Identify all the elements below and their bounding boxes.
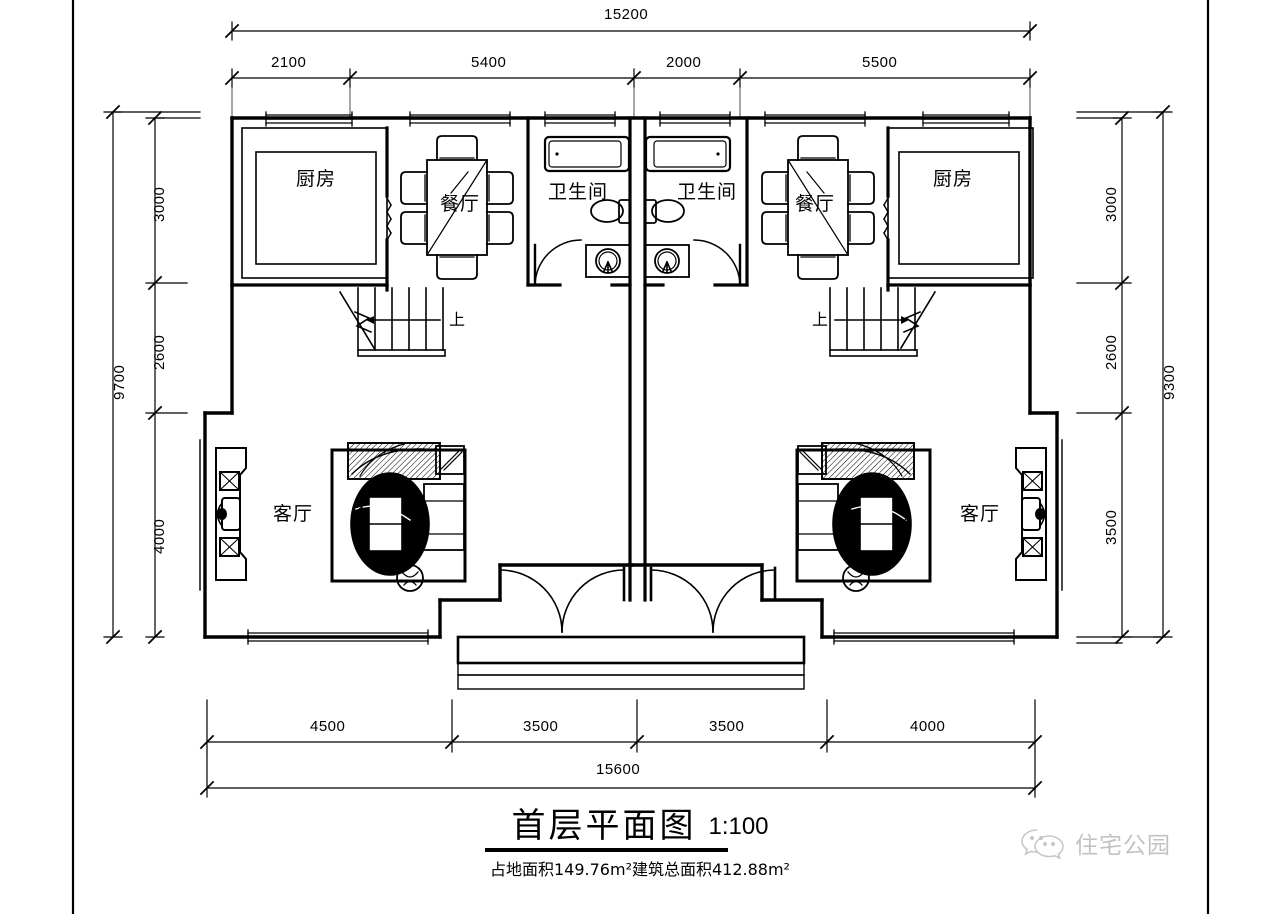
room-label-right-bathroom: 卫生间 (677, 181, 738, 203)
left-living-bottom-window (247, 629, 429, 645)
dim-top-seg-2: 5400 (471, 54, 507, 71)
room-label-left-dining: 餐厅 (440, 193, 481, 215)
room-label-right-kitchen: 厨房 (933, 168, 974, 190)
dim-bottom-seg-4: 4000 (910, 718, 946, 735)
left-bathroom-walls (526, 116, 632, 287)
dim-left-overall-text: 9700 (111, 364, 128, 400)
right-bathroom-door (693, 239, 742, 287)
right-toilet (644, 199, 685, 224)
right-bathroom-walls (643, 116, 749, 287)
left-living-wall-window (199, 439, 206, 591)
entrance-porch (456, 635, 806, 690)
sheet-border (71, 0, 1210, 914)
left-dining-window (409, 111, 511, 127)
dim-top-seg-4: 5500 (862, 54, 898, 71)
dim-top-seg-1: 2100 (271, 54, 307, 71)
drawing-scale: 1:100 (708, 812, 769, 840)
dimension-bottom-overall (199, 751, 1043, 798)
dim-right-seg-1: 3000 (1103, 186, 1120, 222)
room-label-right-dining: 餐厅 (795, 193, 836, 215)
right-kitchen-door (883, 197, 889, 241)
title-block: 首层平面图 1:100 占地面积149.76m²建筑总面积412.88m² (0, 798, 1280, 880)
right-sofa-group (795, 442, 932, 592)
right-tv-unit (1015, 447, 1047, 581)
left-kitchen-partition (230, 126, 389, 292)
dimension-left-segments (112, 110, 201, 645)
dimension-bottom-segments (199, 699, 1043, 753)
right-kitchen-partition (886, 126, 1032, 292)
room-label-left-bathroom: 卫生间 (548, 181, 609, 203)
left-kitchen-window (265, 111, 353, 127)
right-staircase (829, 287, 937, 357)
dim-bottom-seg-2: 3500 (523, 718, 559, 735)
right-washbasin (644, 244, 690, 278)
left-entry-door (498, 566, 626, 633)
dim-top-seg-3: 2000 (666, 54, 702, 71)
left-staircase (338, 287, 446, 357)
left-toilet (590, 199, 631, 224)
dim-bottom-seg-1: 4500 (310, 718, 346, 735)
left-tv-unit (215, 447, 247, 581)
dim-left-seg-1: 3000 (151, 186, 168, 222)
title-underline (484, 848, 728, 852)
right-living-wall-window (1056, 439, 1063, 591)
right-living-bottom-window (833, 629, 1015, 645)
room-label-right-living: 客厅 (960, 503, 1001, 525)
left-sofa-group (330, 442, 467, 592)
stair-up-label-right: 上 (812, 310, 829, 329)
left-bathroom-door (533, 239, 582, 287)
room-label-left-kitchen: 厨房 (296, 168, 337, 190)
dim-left-seg-2: 2600 (151, 334, 168, 370)
left-washbasin (585, 244, 631, 278)
right-dining-set (761, 135, 875, 280)
party-wall (628, 116, 647, 602)
left-kitchen-walls (241, 127, 388, 279)
dim-bottom-overall-text: 15600 (596, 761, 641, 778)
left-bathtub (543, 135, 631, 173)
left-kitchen-door (386, 197, 392, 241)
right-dining-window (764, 111, 866, 127)
dim-right-overall-text: 9300 (1161, 364, 1178, 400)
dim-right-seg-2: 2600 (1103, 334, 1120, 370)
dimension-top-overall (224, 21, 1038, 41)
right-bathroom-window (659, 111, 731, 127)
right-kitchen-walls (887, 127, 1034, 279)
dimension-top-segments (224, 68, 1038, 119)
watermark-label: 住宅公园 (1075, 833, 1171, 859)
drawing-area-note: 占地面积149.76m²建筑总面积412.88m² (490, 860, 790, 879)
right-bathtub (644, 135, 732, 173)
dim-top-overall-text: 15200 (604, 6, 649, 23)
left-bathroom-window (544, 111, 616, 127)
dimension-right-segments (1076, 110, 1164, 645)
watermark: 住宅公园 (1020, 826, 1171, 860)
room-label-left-living: 客厅 (273, 503, 314, 525)
wechat-icon (1021, 829, 1064, 860)
right-kitchen-window (922, 111, 1010, 127)
dim-bottom-seg-3: 3500 (709, 718, 745, 735)
dim-left-seg-3: 4000 (151, 518, 168, 554)
left-dining-set (400, 135, 514, 280)
dim-right-seg-3: 3500 (1103, 509, 1120, 545)
right-entry-door (649, 566, 777, 633)
drawing-title: 首层平面图 (511, 806, 697, 846)
stair-up-label-left: 上 (449, 310, 466, 329)
